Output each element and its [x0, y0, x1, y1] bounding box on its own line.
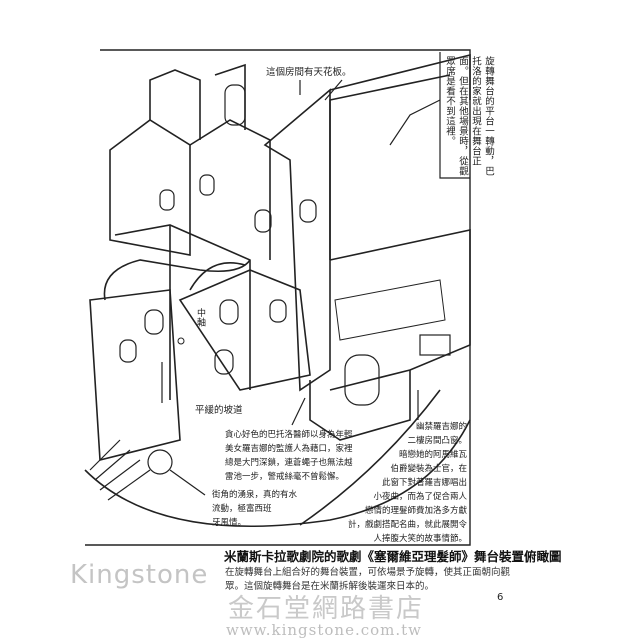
note-line: 戀情的理髮師費加洛多方獻: [364, 506, 467, 516]
side-note: 旋轉舞台的平台一轉動，巴托洛的家就出現在舞台正面。但在其他場景時，從觀眾席是看不…: [444, 56, 494, 176]
watermark-url: www.kingstone.com.tw: [226, 621, 423, 639]
turntable-edge: [84, 419, 471, 528]
note-line: 美女羅吉娜的監護人為藉口，家裡: [225, 444, 353, 454]
note-line: 雷池一步，警戒絲毫不曾鬆懈。: [225, 472, 345, 482]
note-doctor: 貪心好色的巴托洛醫師以身為年輕 美女羅吉娜的監護人為藉口，家裡 總是大門深鎖，連…: [225, 428, 353, 484]
watermark-brand: Kingstone: [70, 560, 209, 590]
note-fountain: 街角的湧泉，真的有水 流動，極富西班 牙風情。: [212, 488, 297, 530]
note-line: 流動，極富西班: [212, 504, 272, 514]
caption-line: 在旋轉舞台上組合好的舞台裝置，可依場景予旋轉，使其正面朝向觀: [225, 567, 511, 578]
page-number: 6: [497, 592, 504, 603]
note-line: 二樓房間凸窗。: [407, 436, 467, 446]
watermark-store: 金石堂網路書店: [228, 594, 425, 624]
label-ceiling: 這個房間有天花板。: [266, 67, 352, 78]
note-line: 伯爵變裝為士官，在: [390, 464, 467, 474]
note-line: 總是大門深鎖，連蒼蠅子也無法越: [225, 458, 353, 468]
label-ramp: 平緩的坡道: [195, 405, 243, 416]
note-line: 貪心好色的巴托洛醫師以身為年輕: [225, 430, 353, 440]
note-line: 街角的湧泉，真的有水: [212, 490, 298, 500]
note-line: 小夜曲，而為了促合兩人: [373, 492, 467, 502]
note-line: 幽禁羅吉娜的: [415, 422, 467, 432]
caption-line: 眾。這個旋轉舞台是在米蘭拆解後裝運來日本的。: [225, 581, 435, 592]
note-line: 暗戀她的阿馬維瓦: [398, 450, 467, 460]
note-line: 計，戲劇搭配名曲，就此展開令: [347, 520, 467, 530]
note-line: 牙風情。: [212, 518, 247, 528]
label-axis: 中軸: [195, 308, 205, 327]
caption-title: 米蘭斯卡拉歌劇院的歌劇《塞爾維亞理髮師》舞台裝置俯瞰圖: [224, 549, 562, 564]
note-line: 人捧腹大笑的故事情節。: [373, 534, 467, 544]
caption-body: 在旋轉舞台上組合好的舞台裝置，可依場景予旋轉，使其正面朝向觀 眾。這個旋轉舞台是…: [225, 566, 510, 594]
note-line: 此窗下對著羅吉娜唱出: [381, 478, 467, 488]
note-window: 幽禁羅吉娜的 二樓房間凸窗。 暗戀她的阿馬維瓦 伯爵變裝為士官，在 此窗下對著羅…: [348, 420, 467, 546]
